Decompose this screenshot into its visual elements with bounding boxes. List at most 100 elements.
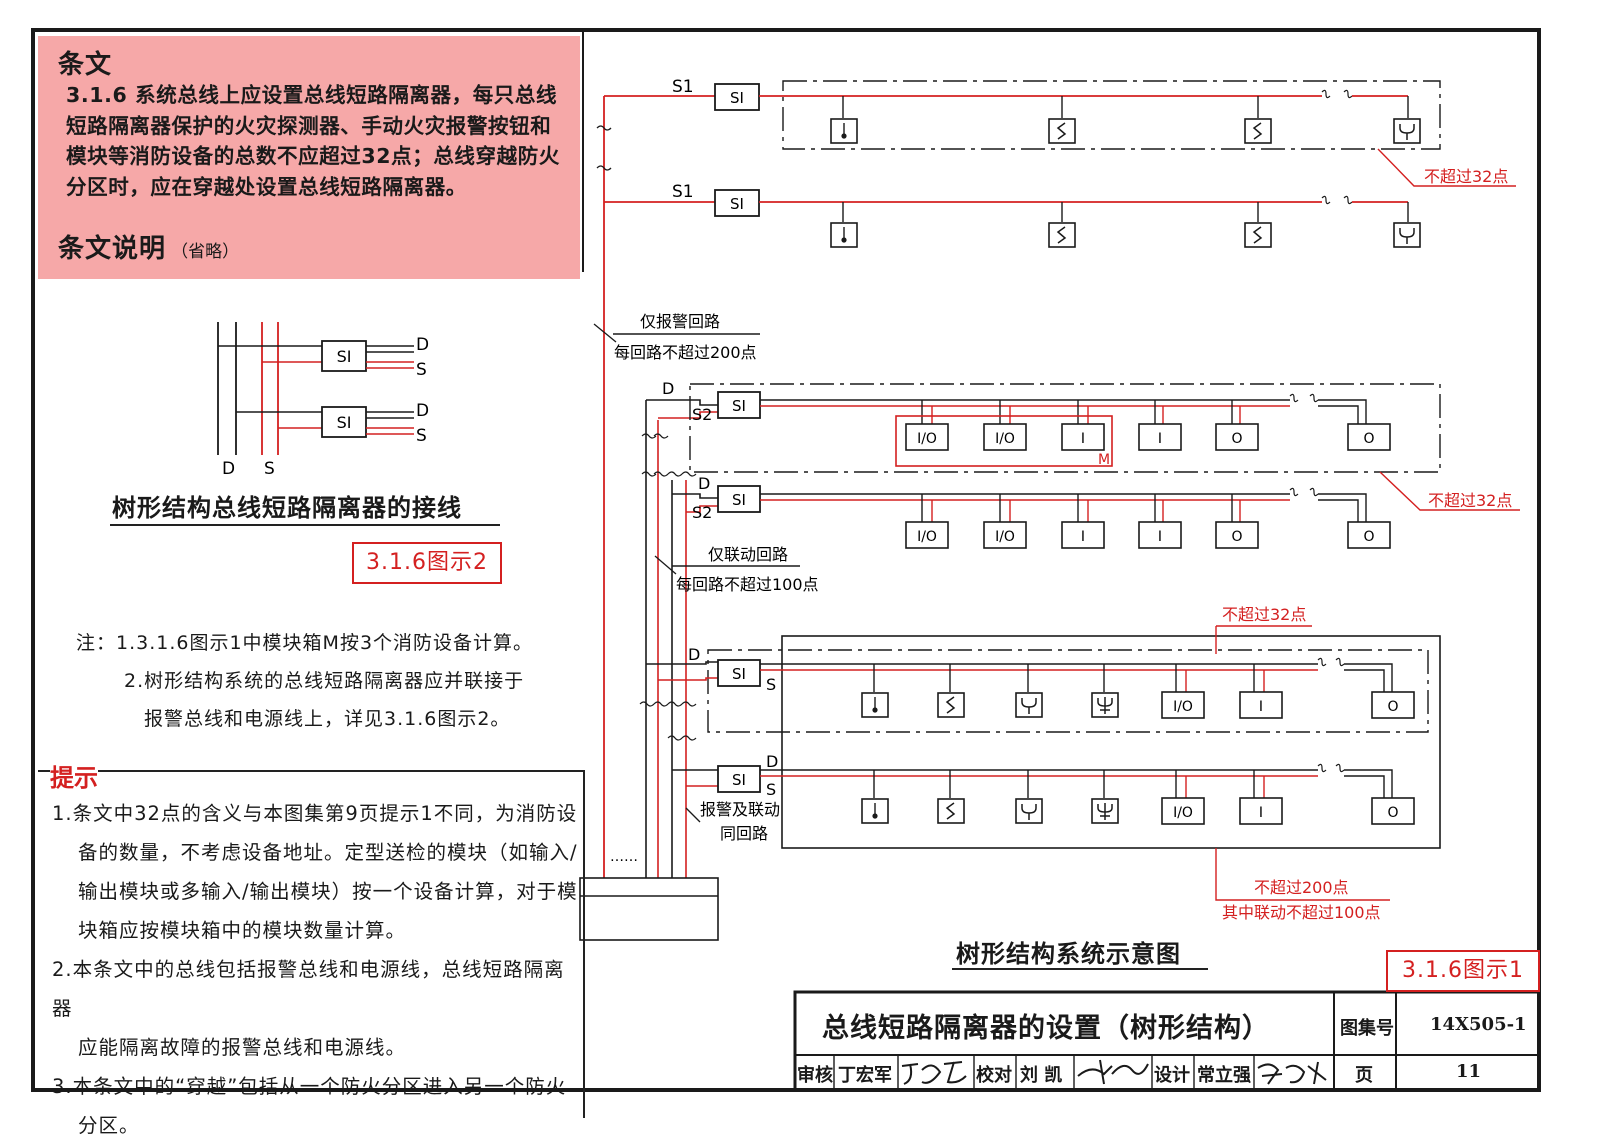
clause-panel xyxy=(38,36,580,279)
si-r3: SI xyxy=(732,397,746,415)
dev-r6-1: I/O xyxy=(1173,805,1193,821)
system-ref-box: 3.1.6图示1 xyxy=(1386,950,1540,992)
dev-r4-5: O xyxy=(1231,529,1242,545)
limit-200-sub: 其中联动不超过100点 xyxy=(1222,903,1381,922)
clause-explanation: 条文说明 （省略） xyxy=(58,228,239,265)
wd-si-2: SI xyxy=(337,413,352,432)
dev-r3-1: I/O xyxy=(917,431,937,447)
wiring-caption: 树形结构总线短路隔离器的接线 xyxy=(112,494,462,522)
mixed-title: 报警及联动 xyxy=(700,800,780,819)
dev-r4-1: I/O xyxy=(917,529,937,545)
limit-32-1: 不超过32点 xyxy=(1424,167,1508,186)
tips-title: 提示 xyxy=(50,758,98,793)
tip-1-line-2: 备的数量，不考虑设备地址。定型送检的模块（如输入/ xyxy=(78,841,578,864)
d-label-r5: D xyxy=(688,645,700,664)
wiring-ref-box: 3.1.6图示2 xyxy=(352,542,502,584)
mixed-sub: 同回路 xyxy=(720,824,768,843)
tip-1-line-3: 输出模块或多输入/输出模块）按一个设备计算，对于模 xyxy=(78,880,578,903)
linkage-only-limit: 每回路不超过100点 xyxy=(676,575,819,594)
d-label-r3: D xyxy=(662,379,674,398)
tip-2-line-2: 应能隔离故障的报警总线和电源线。 xyxy=(78,1036,407,1059)
tips-panel: 提示 1.条文中32点的含义与本图集第9页提示1不同，为消防设 备的数量，不考虑… xyxy=(38,758,585,1137)
s1-label-1: S1 xyxy=(672,77,694,97)
s-label-r5: S xyxy=(766,675,776,694)
d-label-r4: D xyxy=(698,474,710,493)
system-diagram: S1 S1 SI SI SI SI SI SI 不超过32点 不超过32点 不超… xyxy=(579,77,1520,941)
clause-explain-title: 条文说明 xyxy=(58,234,167,264)
dev-r6-3: O xyxy=(1387,805,1398,821)
wd-s-2: S xyxy=(416,426,427,446)
dev-r4-2: I/O xyxy=(995,529,1015,545)
clause-title: 条文 xyxy=(58,50,113,80)
wd-d-bottom: D xyxy=(222,459,235,479)
si-r2: SI xyxy=(730,195,744,213)
atlas-number: 14X505-1 xyxy=(1430,1014,1527,1035)
s2-label-r3: S2 xyxy=(692,405,712,424)
dev-r3-5: O xyxy=(1231,431,1242,447)
tip-item-1: 1.条文中32点的含义与本图集第9页提示1不同，为消防设 备的数量，不考虑设备地… xyxy=(52,794,582,950)
si-r1: SI xyxy=(730,89,744,107)
d-label-r6: D xyxy=(766,752,778,771)
tip-3-line-1: 3.本条文中的“穿越”包括从一个防火分区进入另一个防火 xyxy=(52,1075,567,1098)
designer-name: 常立强 xyxy=(1197,1065,1251,1086)
wd-si-1: SI xyxy=(337,347,352,366)
tip-item-3: 3.本条文中的“穿越”包括从一个防火分区进入另一个防火 分区。 xyxy=(52,1067,582,1145)
page-number: 11 xyxy=(1456,1061,1482,1082)
dev-r4-4: I xyxy=(1158,529,1162,545)
limit-200: 不超过200点 xyxy=(1254,878,1349,897)
s-label-r6: S xyxy=(766,780,776,799)
check-label: 校对 xyxy=(976,1065,1012,1086)
s2-label-r4: S2 xyxy=(692,503,712,522)
checker-name: 刘 凯 xyxy=(1020,1065,1063,1086)
design-label: 设计 xyxy=(1154,1065,1190,1086)
alarm-only-title: 仅报警回路 xyxy=(640,312,720,331)
limit-32-3: 不超过32点 xyxy=(1222,605,1306,624)
ellipsis: …… xyxy=(610,849,638,865)
dev-r5-2: I xyxy=(1259,699,1263,715)
linkage-only-title: 仅联动回路 xyxy=(708,545,788,564)
dev-r3-2: I/O xyxy=(995,431,1015,447)
note-line-3: 报警总线和电源线上，详见3.1.6图示2。 xyxy=(144,708,511,730)
alarm-only-limit: 每回路不超过200点 xyxy=(614,343,757,362)
tip-2-line-1: 2.本条文中的总线包括报警总线和电源线，总线短路隔离器 xyxy=(52,958,565,1020)
wd-s-bottom: S xyxy=(264,459,275,479)
limit-32-2: 不超过32点 xyxy=(1428,491,1512,510)
dev-r3-4: I xyxy=(1158,431,1162,447)
dev-r4-6: O xyxy=(1363,529,1374,545)
wd-d-2: D xyxy=(416,401,429,421)
tip-item-2: 2.本条文中的总线包括报警总线和电源线，总线短路隔离器 应能隔离故障的报警总线和… xyxy=(52,950,582,1067)
s1-label-2: S1 xyxy=(672,182,694,202)
dev-r4-3: I xyxy=(1081,529,1085,545)
sheet-frame xyxy=(31,28,1541,1092)
clause-explain-note: （省略） xyxy=(171,242,240,262)
dev-r5-3: O xyxy=(1387,699,1398,715)
system-caption-underline xyxy=(952,968,1208,970)
title-block xyxy=(793,990,1541,1092)
drawing-title: 总线短路隔离器的设置（树形结构） xyxy=(822,1013,1270,1044)
dev-r3-6: O xyxy=(1363,431,1374,447)
review-label: 审核 xyxy=(797,1065,833,1086)
signature-reviewer xyxy=(901,1061,967,1085)
tip-1-line-4: 块箱应按模块箱中的模块数量计算。 xyxy=(78,919,407,942)
system-caption: 树形结构系统示意图 xyxy=(956,940,1181,968)
tip-1-line-1: 1.条文中32点的含义与本图集第9页提示1不同，为消防设 xyxy=(52,802,578,825)
tips-list: 1.条文中32点的含义与本图集第9页提示1不同，为消防设 备的数量，不考虑设备地… xyxy=(52,794,582,1145)
wd-d-1: D xyxy=(416,335,429,355)
signature-checker xyxy=(1077,1059,1149,1085)
wd-s-1: S xyxy=(416,360,427,380)
wiring-caption-underline xyxy=(110,524,500,526)
page-label: 页 xyxy=(1355,1065,1373,1086)
si-r4: SI xyxy=(732,491,746,509)
dev-r3-3: I xyxy=(1081,431,1085,447)
si-r6: SI xyxy=(732,771,746,789)
dev-r6-2: I xyxy=(1259,805,1263,821)
note-line-1: 注：1.3.1.6图示1中模块箱M按3个消防设备计算。 xyxy=(76,632,534,654)
m-label: M xyxy=(1098,452,1110,468)
tip-3-line-2: 分区。 xyxy=(78,1114,140,1137)
wiring-diagram: SI SI D S D S D S xyxy=(217,322,429,479)
atlas-label: 图集号 xyxy=(1340,1018,1394,1039)
dev-r5-1: I/O xyxy=(1173,699,1193,715)
reviewer-name: 丁宏军 xyxy=(838,1065,892,1086)
si-r5: SI xyxy=(732,665,746,683)
